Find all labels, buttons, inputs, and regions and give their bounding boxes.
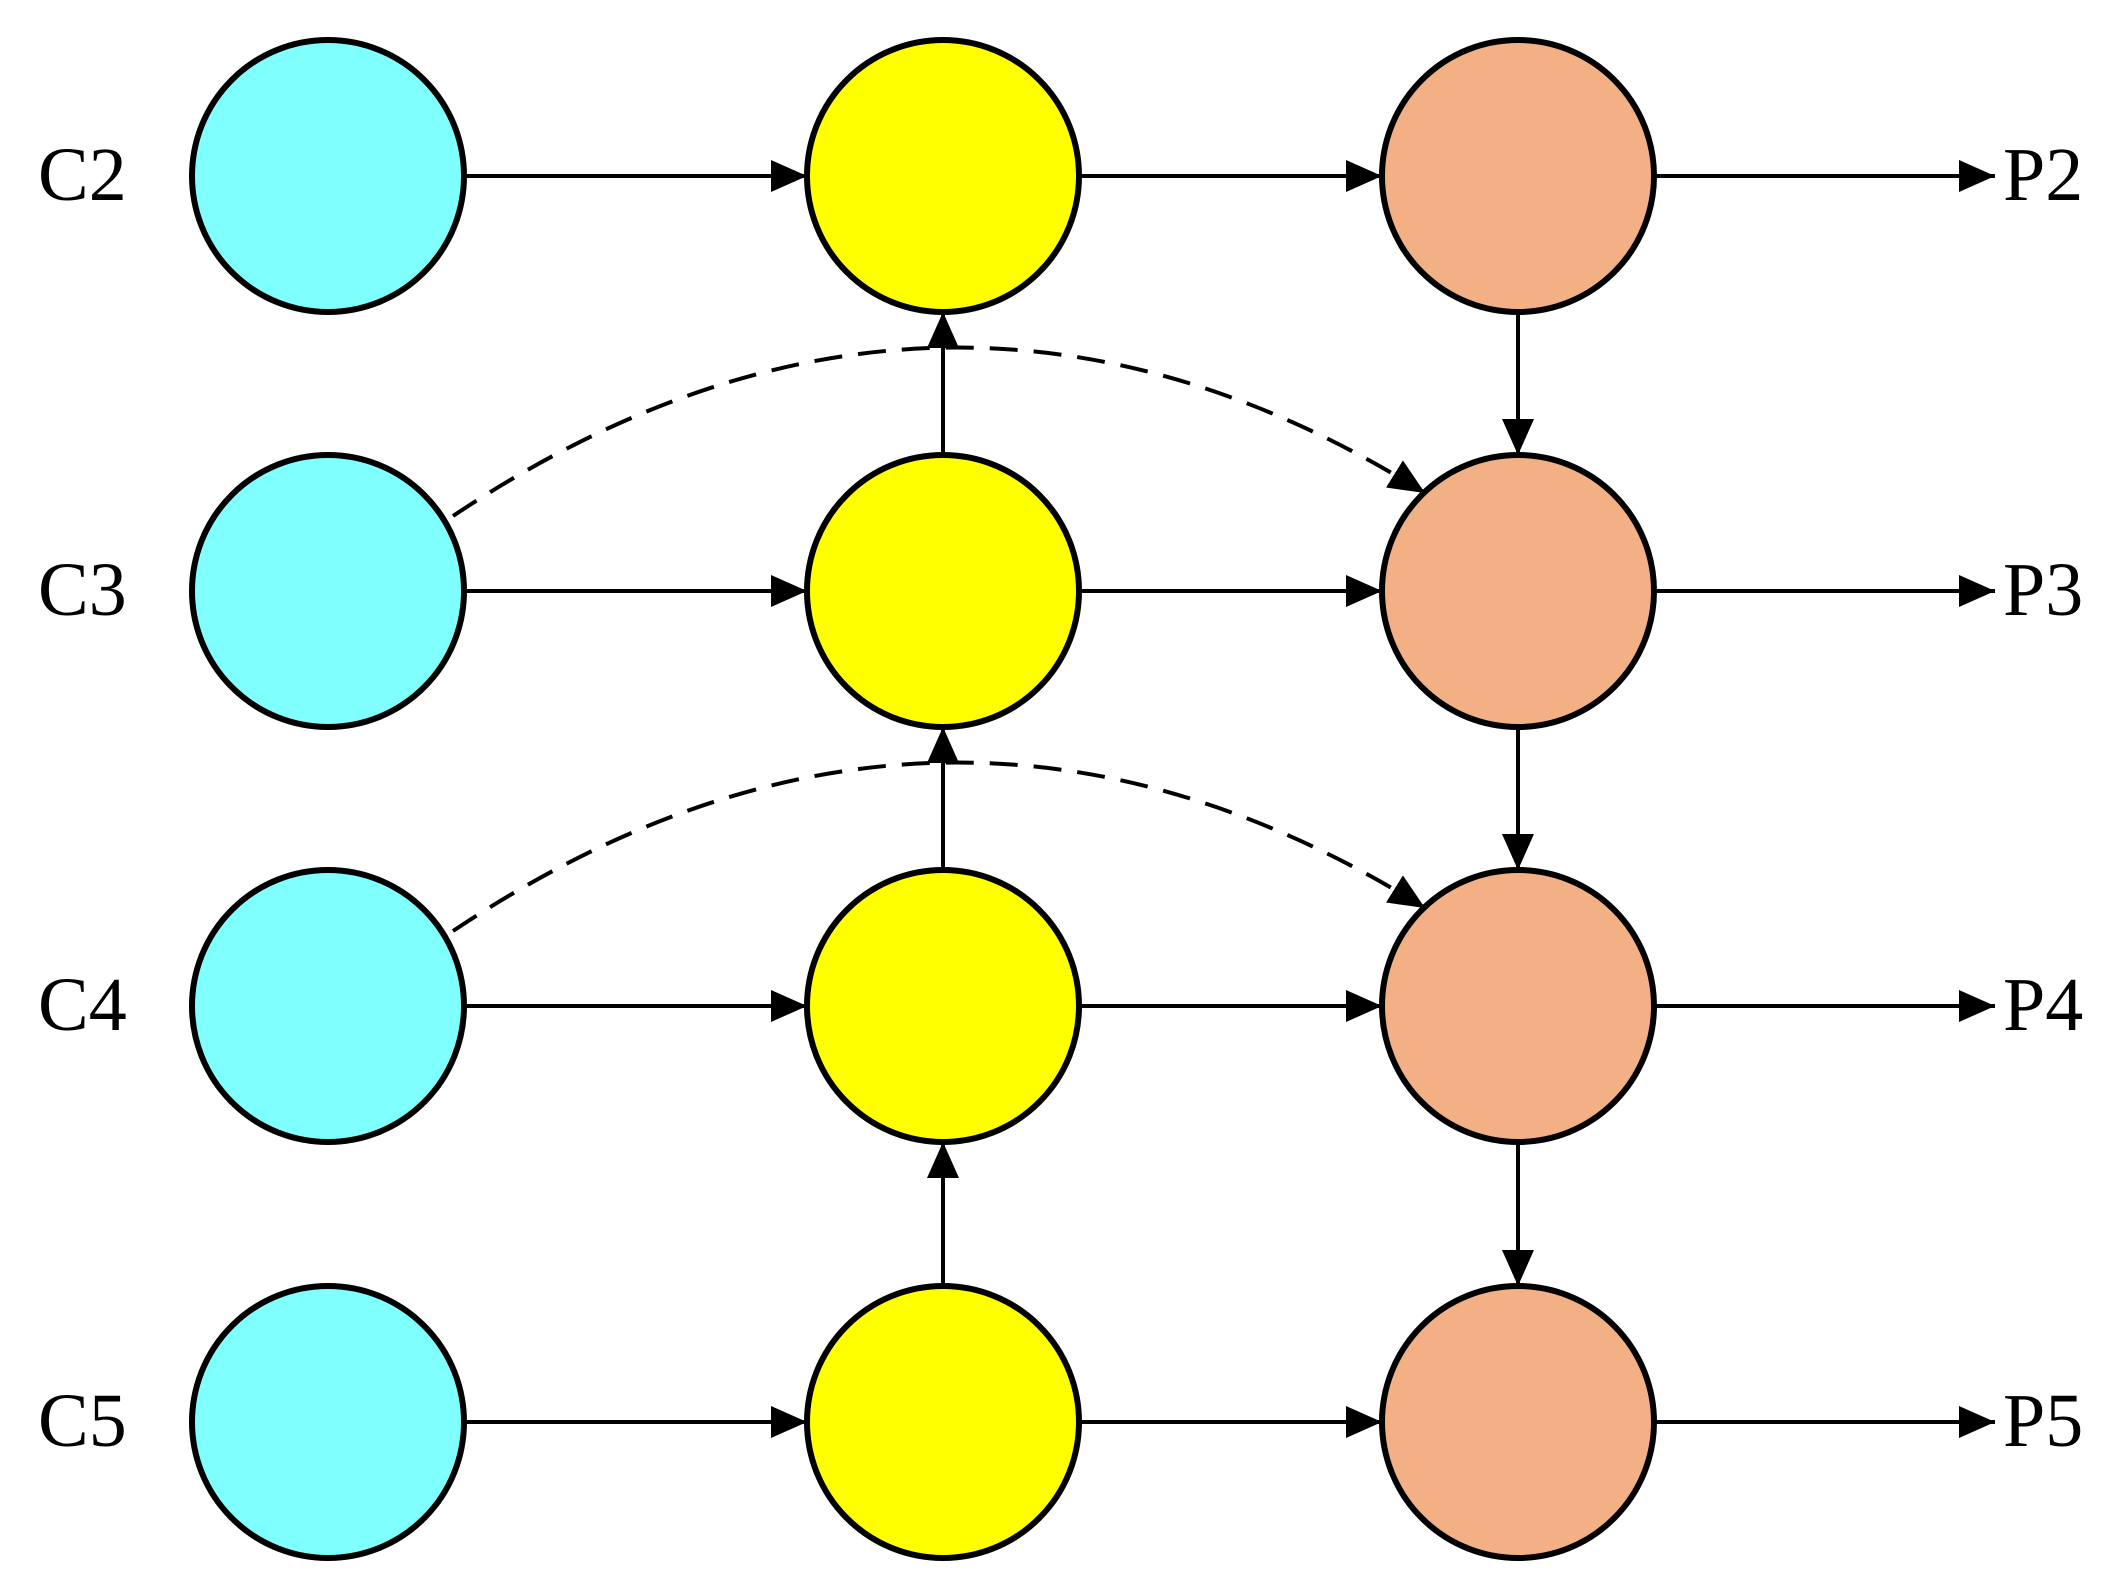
top-down-node-2 [804, 37, 1082, 315]
output-node-4 [1379, 867, 1657, 1145]
labels: C2 C3 C4 C5 P2 P3 P4 P5 [38, 133, 2083, 1463]
input-node-4 [189, 867, 467, 1145]
input-node-2 [189, 37, 467, 315]
output-label-p2: P2 [2003, 133, 2083, 217]
input-label-c2: C2 [38, 133, 127, 217]
top-down-node-3 [804, 452, 1082, 730]
input-node-5 [189, 1283, 467, 1561]
input-label-c5: C5 [38, 1379, 127, 1463]
top-down-node-5 [804, 1283, 1082, 1561]
nodes [189, 37, 1657, 1561]
top-down-node-4 [804, 867, 1082, 1145]
output-node-5 [1379, 1283, 1657, 1561]
input-label-c3: C3 [38, 548, 127, 632]
output-label-p5: P5 [2003, 1379, 2083, 1463]
output-node-2 [1379, 37, 1657, 315]
output-label-p3: P3 [2003, 548, 2083, 632]
edges [451, 160, 1995, 1438]
input-label-c4: C4 [38, 963, 127, 1047]
output-label-p4: P4 [2003, 963, 2083, 1047]
input-node-3 [189, 452, 467, 730]
output-node-3 [1379, 452, 1657, 730]
